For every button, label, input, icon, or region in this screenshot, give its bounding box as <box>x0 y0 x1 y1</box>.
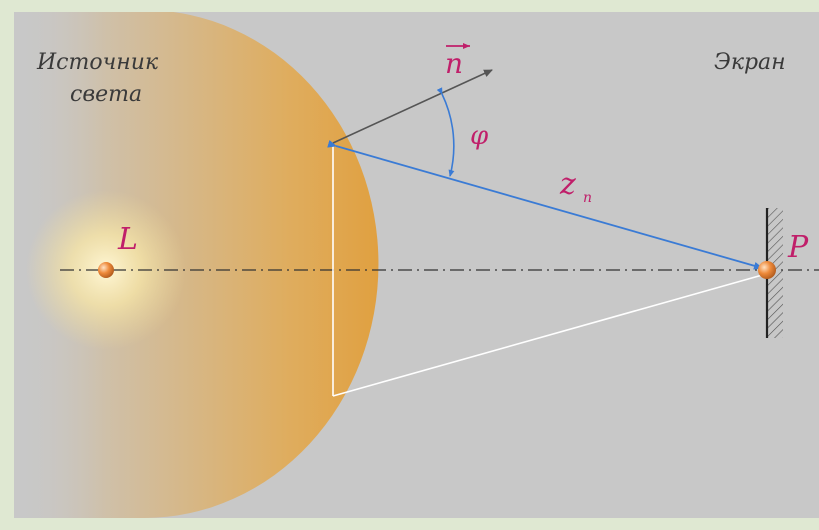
label-n: n <box>445 47 463 80</box>
diagram-panel: Источник света Экран L P n φ z n <box>14 12 819 518</box>
source-title-line2: света <box>70 82 142 107</box>
source-point-L <box>98 262 114 278</box>
label-z: z <box>559 167 576 202</box>
angle-arc <box>436 87 455 177</box>
screen-title: Экран <box>714 50 786 75</box>
observation-point-P <box>758 261 776 279</box>
label-z-subscript: n <box>583 190 592 206</box>
lower-edge-ray <box>332 273 767 397</box>
label-L: L <box>117 222 138 257</box>
diagram-canvas: Источник света Экран L P n φ z n <box>14 12 819 518</box>
label-phi: φ <box>470 121 489 151</box>
source-title-line1: Источник <box>36 50 159 75</box>
wavefront-sphere <box>14 12 379 518</box>
normal-vector-arrow <box>332 69 493 144</box>
label-P: P <box>787 230 809 265</box>
distance-ray <box>327 139 763 270</box>
